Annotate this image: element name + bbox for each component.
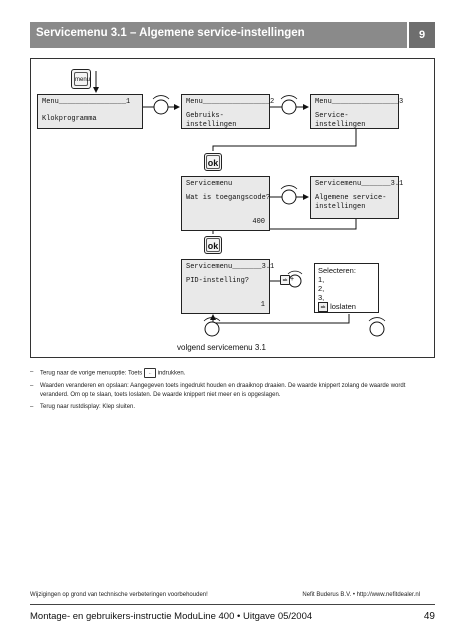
lcd-line: instellingen xyxy=(186,121,237,129)
release-label: loslaten xyxy=(330,302,356,311)
select-title: Selecteren: xyxy=(318,266,356,275)
access-code-value: 400 xyxy=(252,218,265,226)
lcd-line: Algemene service- xyxy=(315,194,387,202)
back-key-icon: ← xyxy=(143,368,156,378)
note-text: indrukken. xyxy=(157,370,186,377)
select-option: 1, xyxy=(318,275,325,284)
note-item: – Terug naar de vorige menuoptie: Toets … xyxy=(30,368,435,378)
lcd-line: Gebruiks- xyxy=(186,112,224,120)
page-title: Servicemenu 3.1 – Algemene service-inste… xyxy=(36,27,305,39)
knob-icon xyxy=(152,95,170,115)
footer-title: Montage- en gebruikers-instructie ModuLi… xyxy=(30,611,313,622)
flow-diagram: menu Menu________________1 Klokprogramma… xyxy=(30,58,435,358)
pid-value: 1 xyxy=(260,301,265,309)
footer-divider xyxy=(30,604,435,605)
dash: – xyxy=(30,404,34,411)
lcd-pid-setting: Servicemenu_______3.1 PID-instelling? 1 xyxy=(181,259,275,314)
knob-icon xyxy=(280,95,298,115)
note-item: – Waarden veranderen en opslaan: Aangege… xyxy=(30,382,435,399)
chapter-tab: 9 xyxy=(407,22,435,48)
lcd-menu-2: Menu________________2 Gebruiks- instelli… xyxy=(181,94,275,129)
lcd-menu-3: Menu________________3 Service- instellin… xyxy=(310,94,404,129)
lcd-line: Service- xyxy=(315,112,349,120)
lcd-access-code: Servicemenu Wat is toegangscode? 400 xyxy=(181,176,270,231)
ok-key-icon: ok xyxy=(318,302,328,313)
ok-key-small[interactable]: ok xyxy=(280,275,290,285)
knob-icon xyxy=(203,317,221,337)
lcd-line: Servicemenu xyxy=(186,180,233,188)
select-box: Selecteren: 1, 2, 3, ok loslaten xyxy=(314,263,379,313)
lcd-line: Menu________________1 xyxy=(42,98,131,106)
lcd-line: Menu________________3 xyxy=(315,98,404,106)
instruction-notes: – Terug naar de vorige menuoptie: Toets … xyxy=(30,368,435,416)
page-number: 49 xyxy=(423,611,435,622)
lcd-line: Servicemenu_______3.1 xyxy=(186,263,275,271)
ok-key-small-label: ok xyxy=(282,277,288,282)
page-header: Servicemenu 3.1 – Algemene service-inste… xyxy=(30,22,435,48)
note-text: Waarden veranderen en opslaan: Aangegeve… xyxy=(40,383,406,398)
ok-label: ok xyxy=(206,155,220,169)
ok-label: ok xyxy=(206,238,220,252)
menu-key[interactable]: menu xyxy=(71,69,91,89)
dash: – xyxy=(30,369,34,375)
lcd-line: PID-instelling? xyxy=(186,277,250,285)
knob-icon xyxy=(368,317,386,337)
footer-disclaimer: Wijzigingen op grond van technische verb… xyxy=(30,592,208,598)
lcd-line: instellingen xyxy=(315,121,366,129)
lcd-line: Klokprogramma xyxy=(42,115,97,123)
note-item: – Terug naar rustdisplay: Klep sluiten. xyxy=(30,403,435,412)
ok-button[interactable]: ok xyxy=(204,236,222,254)
menu-key-label: menu xyxy=(74,72,90,86)
footer-company: Nefit Buderus B.V. • http://www.nefitdea… xyxy=(302,592,420,598)
note-text: Terug naar rustdisplay: Klep sluiten. xyxy=(40,404,136,411)
lcd-menu-1: Menu________________1 Klokprogramma xyxy=(37,94,143,129)
plus-sign: + xyxy=(290,276,295,283)
ok-button[interactable]: ok xyxy=(204,153,222,171)
knob-icon xyxy=(280,185,298,205)
diagram-caption: volgend servicemenu 3.1 xyxy=(177,343,266,352)
select-option: 2, xyxy=(318,284,325,293)
note-text: Terug naar de vorige menuoptie: Toets xyxy=(40,370,143,377)
lcd-line: Wat is toegangscode? xyxy=(186,194,271,202)
lcd-service-3-1: Servicemenu_______3.1 Algemene service- … xyxy=(310,176,404,219)
lcd-line: Menu________________2 xyxy=(186,98,275,106)
diagram-connectors xyxy=(93,71,386,337)
lcd-line: instellingen xyxy=(315,203,366,211)
dash: – xyxy=(30,383,34,390)
select-option: 3, xyxy=(318,293,325,302)
lcd-line: Servicemenu_______3.1 xyxy=(315,180,404,188)
